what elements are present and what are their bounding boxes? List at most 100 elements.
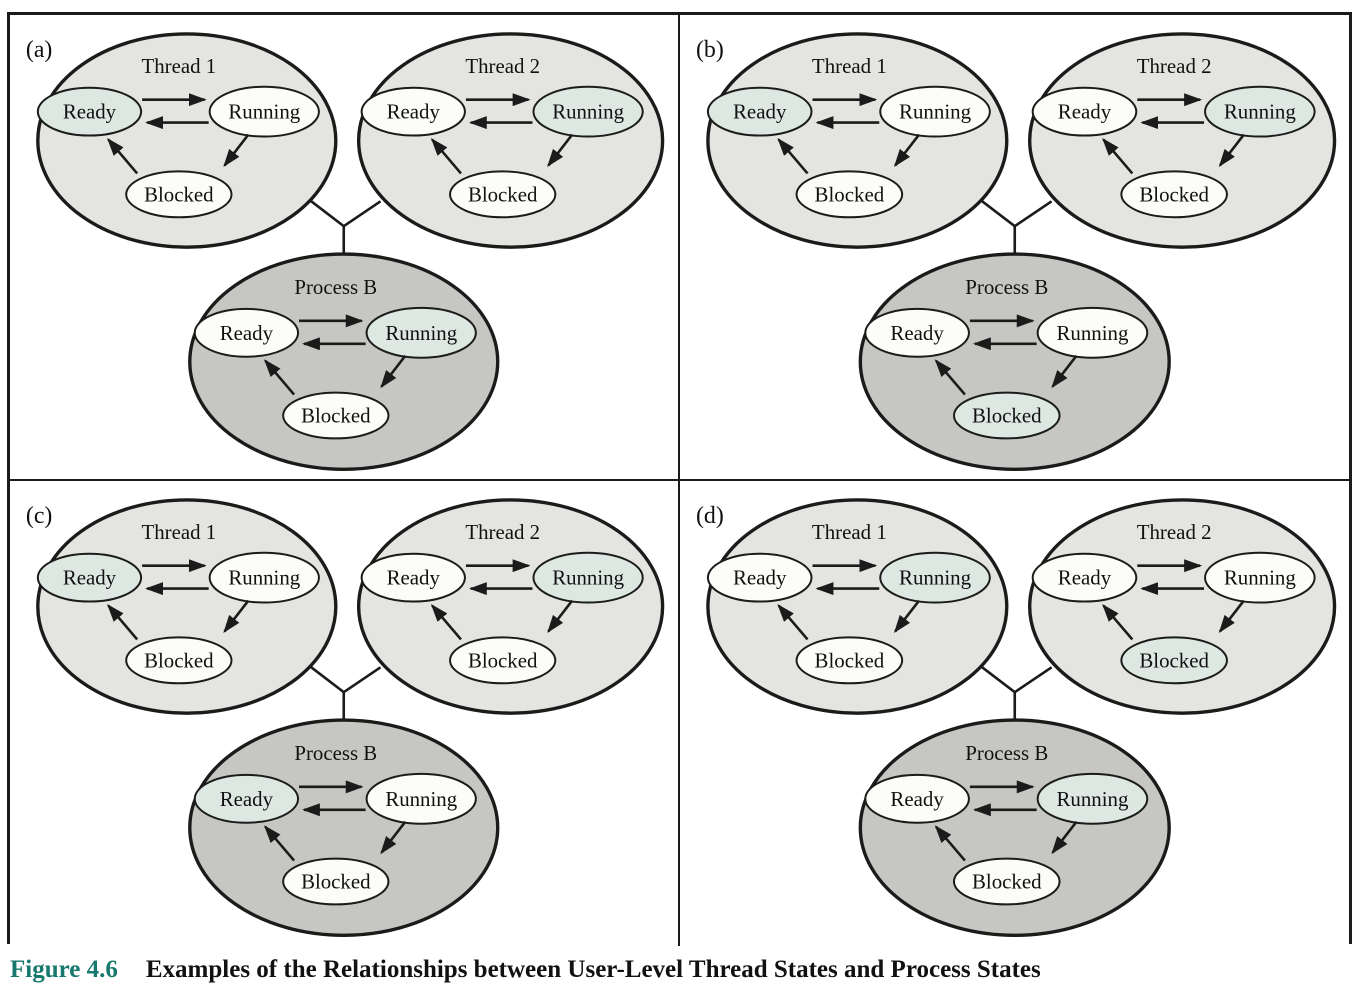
panel-d-thread-process-connector xyxy=(979,665,1052,695)
panel-c-thread2-running-state xyxy=(532,552,644,604)
panel-d-thread2-blocked-state xyxy=(1119,636,1228,685)
panel-a-thread1-blocked-state xyxy=(125,170,233,219)
panel-d-thread1-ready-label: Ready xyxy=(732,566,786,590)
panel-a-thread-process-connector xyxy=(309,199,382,228)
panel-a-process-ready-state xyxy=(193,307,300,358)
panel-d-process-running-label: Running xyxy=(1056,787,1129,811)
panel-b-process-arrow-blocked-to-ready xyxy=(934,359,966,396)
panel-b-thread2-blocked-label: Blocked xyxy=(1139,182,1209,206)
panel-a-process-arrow-running-to-blocked xyxy=(380,354,407,389)
panel-c-thread1-blocked-state xyxy=(125,636,233,685)
panel-c-thread1-title: Thread 1 xyxy=(142,520,217,544)
panel-c-process-running-label: Running xyxy=(385,787,457,811)
panel-d-process-title: Process B xyxy=(965,741,1048,765)
panel-d-thread1-blocked-label: Blocked xyxy=(814,649,884,673)
panel-b-process-running-state xyxy=(1036,306,1148,359)
panel-c-thread1-ready-state xyxy=(36,552,143,603)
panel-b-thread1-arrow-blocked-to-ready xyxy=(776,138,809,175)
panel-d-thread1-running-state xyxy=(878,552,991,604)
panel-d-thread1-ready-state xyxy=(706,552,813,603)
panel-a-thread1-running-label: Running xyxy=(228,100,300,124)
panel-b-process-blocked-state xyxy=(952,391,1061,440)
panel-b-thread2-running-state xyxy=(1203,85,1316,138)
panel-b-thread1-arrow-running-to-blocked xyxy=(893,133,920,168)
panel-a-label: (a) xyxy=(26,37,52,63)
panel-c-process-title: Process B xyxy=(294,741,377,765)
panel-d-thread2-running-label: Running xyxy=(1223,566,1296,590)
panel-b-process-arrow-running-to-blocked xyxy=(1050,354,1078,389)
panel-d-process-blocked-state xyxy=(952,857,1061,906)
panel-b-thread2-arrow-blocked-to-ready xyxy=(1101,138,1133,175)
panel-a-thread1-arrow-running-to-blocked xyxy=(223,133,250,168)
panel-d-label: (d) xyxy=(695,503,723,529)
panel-c-label: (c) xyxy=(26,503,52,529)
panel-d-thread2-ready-label: Ready xyxy=(1057,566,1111,590)
panel-b-thread1-ready-state xyxy=(706,86,813,137)
panel-c-thread-process-connector xyxy=(309,665,382,695)
panel-d-thread2-blocked-label: Blocked xyxy=(1139,649,1209,673)
panel-b-thread2-running-label: Running xyxy=(1223,100,1296,124)
panel-b-thread1-running-state xyxy=(878,85,991,138)
panel-c-thread2-arrow-blocked-to-ready xyxy=(430,604,462,641)
panel-b-thread1-blocked-label: Blocked xyxy=(814,182,884,206)
panel-b-thread2-ready-label: Ready xyxy=(1057,100,1111,124)
figure-number: Figure 4.6 xyxy=(10,956,118,983)
panel-a-thread2-running-state xyxy=(532,85,644,138)
panel-b-thread2-ready-state xyxy=(1031,86,1137,137)
panel-c-thread2-ready-state xyxy=(360,552,466,603)
panel-a-thread1-title: Thread 1 xyxy=(142,54,217,78)
panel-a-thread2-ready-state xyxy=(360,86,466,137)
panel-a-process-ready-label: Ready xyxy=(220,321,274,345)
panel-c-thread1-running-label: Running xyxy=(228,566,300,590)
panel-d-process-arrow-blocked-to-ready xyxy=(934,825,966,862)
panel-b-thread-process-connector xyxy=(979,199,1052,228)
panel-d-thread1-arrow-running-to-blocked xyxy=(893,600,920,634)
panel-c-thread2-arrow-running-to-blocked xyxy=(547,600,574,634)
panel-c-process-blocked-label: Blocked xyxy=(301,870,371,894)
panel-a-process-running-state xyxy=(365,306,477,359)
panel-c-thread1-ready-label: Ready xyxy=(63,566,117,590)
panel-a-process-blocked-label: Blocked xyxy=(301,403,371,427)
panel-c-thread1-running-state xyxy=(208,552,320,604)
panel-d-thread2-title: Thread 2 xyxy=(1136,520,1211,544)
panel-a-thread1-ready-label: Ready xyxy=(63,100,117,124)
panel-d-thread1-blocked-state xyxy=(795,636,903,685)
panel-a-thread1-running-state xyxy=(208,85,320,138)
panel-d-thread2-ready-state xyxy=(1031,552,1137,603)
panel-d-process-running-state xyxy=(1036,773,1148,825)
panel-b-process-ready-label: Ready xyxy=(890,321,944,345)
figure-caption: Figure 4.6 Examples of the Relationships… xyxy=(10,956,1350,984)
panel-d-thread1-arrow-blocked-to-ready xyxy=(776,604,809,641)
panel-a-thread1-blocked-label: Blocked xyxy=(144,182,214,206)
panel-c-process-running-state xyxy=(365,773,477,825)
panel-c-process-arrow-running-to-blocked xyxy=(380,821,407,855)
panel-c-thread2-title: Thread 2 xyxy=(465,520,540,544)
panel-c-thread1-arrow-running-to-blocked xyxy=(223,600,250,634)
panel-a-thread1-arrow-blocked-to-ready xyxy=(107,138,139,175)
panel-d-process-ready-label: Ready xyxy=(890,787,944,811)
panel-b-process-ready-state xyxy=(863,307,970,358)
panel-d-thread1-running-label: Running xyxy=(899,566,972,590)
panel-b-process-title: Process B xyxy=(965,275,1048,299)
panel-b-process-running-label: Running xyxy=(1056,321,1129,345)
panel-b-thread2-blocked-state xyxy=(1119,170,1228,219)
panel-d-thread2-arrow-blocked-to-ready xyxy=(1101,604,1133,641)
panel-a-thread2-running-label: Running xyxy=(552,100,624,124)
panel-d-process-ready-state xyxy=(863,774,970,824)
panel-c-process-ready-state xyxy=(193,774,300,824)
panel-c-thread2-ready-label: Ready xyxy=(387,566,441,590)
panel-c-thread2-blocked-label: Blocked xyxy=(468,649,538,673)
figure-title: Examples of the Relationships between Us… xyxy=(145,956,1041,983)
panel-b-process-blocked-label: Blocked xyxy=(971,403,1041,427)
panel-a-process-blocked-state xyxy=(282,391,390,440)
panel-c-process-arrow-blocked-to-ready xyxy=(263,825,296,862)
panel-a-process-running-label: Running xyxy=(385,321,457,345)
panel-b-thread1-title: Thread 1 xyxy=(811,54,886,78)
panel-a-thread2-ready-label: Ready xyxy=(387,100,441,124)
